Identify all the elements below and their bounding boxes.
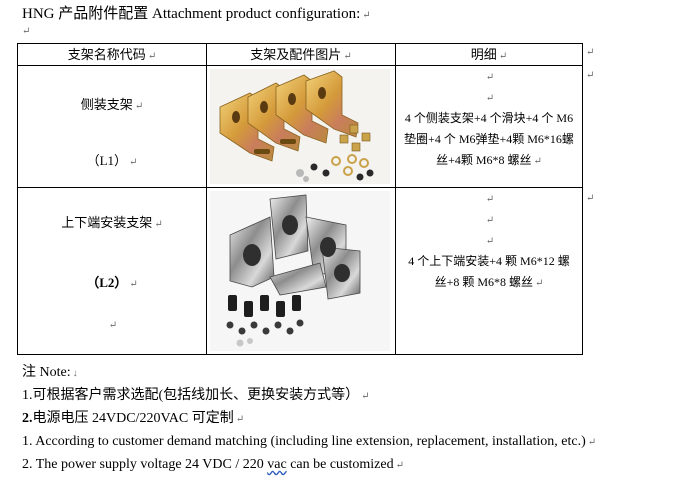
document-title: HNG 产品附件配置 Attachment product configurat… — [22, 2, 371, 23]
table-row: 上下端安装支架↵ （L2）↵ ↵ — [17, 187, 583, 355]
note-line: 2. The power supply voltage 24 VDC / 220… — [22, 457, 404, 472]
detail-cell: ↵ ↵ ↵ 4 个上下端安装+4 颗 M6*12 螺丝+8 颗 M6*8 螺丝↵ — [395, 187, 583, 355]
detail-cell: ↵ ↵ 4 个侧装支架+4 个滑块+4 个 M6 垫圈+4 个 M6弹垫+4颗 … — [395, 65, 583, 188]
table-header-row: 支架名称代码↵ 支架及配件图片↵ 明细↵ — [17, 43, 583, 66]
side-bracket-photo — [210, 69, 390, 184]
paragraph-mark: ↵ — [362, 10, 371, 21]
bracket-code: （L1）↵ — [86, 153, 138, 168]
photo-cell — [206, 187, 396, 355]
note-line: 1.可根据客户需求选配(包括线加长、更换安装方式等）↵ — [22, 388, 370, 403]
end-bracket-photo — [210, 191, 390, 351]
bracket-name: 上下端安装支架↵ — [61, 215, 163, 230]
row-end-mark: ↵ — [586, 47, 595, 58]
photo-cell — [206, 65, 396, 188]
table-row: 侧装支架↵ （L1）↵ — [17, 65, 583, 188]
row-name-cell: 上下端安装支架↵ （L2）↵ ↵ — [17, 187, 207, 355]
header-photo: 支架及配件图片↵ — [206, 43, 396, 66]
note-line: 2.电源电压 24VDC/220VAC 可定制↵ — [22, 411, 245, 426]
row-name-cell: 侧装支架↵ （L1）↵ — [17, 65, 207, 188]
bracket-code: （L2）↵ — [86, 275, 138, 290]
row-end-mark: ↵ — [586, 70, 595, 81]
header-detail: 明细↵ — [395, 43, 583, 66]
paragraph-mark: ↵ — [22, 26, 31, 37]
header-code: 支架名称代码↵ — [17, 43, 207, 66]
detail-text: 4 个侧装支架+4 个滑块+4 个 M6 垫圈+4 个 M6弹垫+4颗 M6*1… — [404, 111, 574, 167]
notes-section: 注 Note:↓ 1.可根据客户需求选配(包括线加长、更换安装方式等）↵ 2.电… — [22, 362, 596, 477]
notes-heading: 注 Note:↓ — [22, 365, 78, 380]
row-end-mark: ↵ — [586, 193, 595, 204]
note-line: 1. According to customer demand matching… — [22, 434, 597, 449]
detail-text: 4 个上下端安装+4 颗 M6*12 螺丝+8 颗 M6*8 螺丝↵ — [408, 254, 570, 289]
title-text: HNG 产品附件配置 Attachment product configurat… — [22, 6, 361, 22]
attachment-table: 支架名称代码↵ 支架及配件图片↵ 明细↵ 侧装支架↵ （L1）↵ — [17, 43, 583, 355]
bracket-name: 侧装支架↵ — [80, 97, 144, 112]
